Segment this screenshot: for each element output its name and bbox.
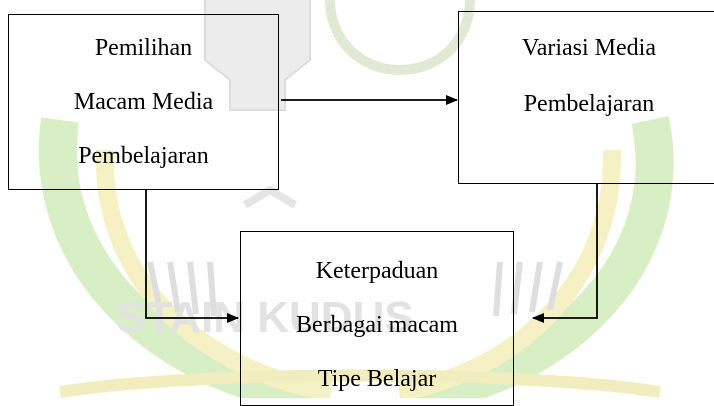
seal-peak	[242, 185, 298, 209]
node-pemilihan-line-2: Macam Media	[73, 89, 214, 115]
node-keterpaduan-line-2: Berbagai macam	[296, 312, 458, 338]
node-pemilihan-line-1: Pemilihan	[94, 35, 193, 61]
node-pemilihan-line-3: Pembelajaran	[78, 143, 209, 169]
node-keterpaduan-tipe-belajar: Keterpaduan Berbagai macam Tipe Belajar	[240, 231, 514, 406]
node-variasi-media: Variasi Media Pembelajaran	[458, 11, 714, 184]
seal-dome	[325, 0, 475, 76]
node-variasi-line-2: Pembelajaran	[523, 91, 655, 117]
node-keterpaduan-line-3: Tipe Belajar	[317, 366, 437, 392]
node-variasi-line-1: Variasi Media	[522, 35, 656, 61]
arrow-variasi-to-keterpaduan	[532, 184, 598, 323]
node-pemilihan-macam-media: Pemilihan Macam Media Pembelajaran	[8, 14, 279, 190]
node-keterpaduan-line-1: Keterpaduan	[315, 258, 439, 284]
arrow-pemilihan-to-keterpaduan	[145, 190, 239, 323]
